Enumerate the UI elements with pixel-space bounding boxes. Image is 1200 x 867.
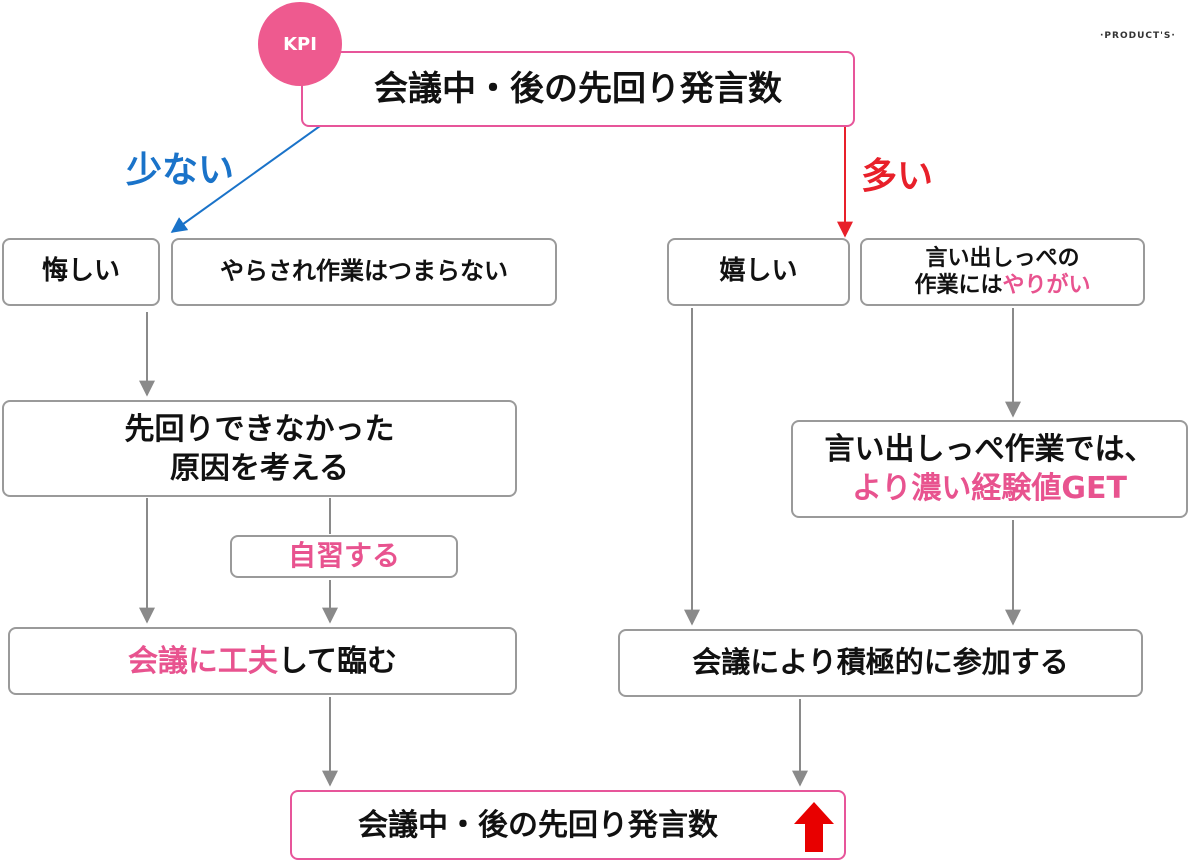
brand-logo: ·PRODUCT'S·: [1100, 31, 1176, 41]
top-kpi-title: 会議中・後の先回り発言数: [374, 68, 782, 109]
think-cause-box: 先回りできなかった 原因を考える: [2, 400, 517, 497]
kpi-badge: KPI: [258, 2, 342, 86]
rewarding-line2: 作業にはやりがい: [914, 272, 1090, 300]
bottom-kpi-box: 会議中・後の先回り発言数: [290, 790, 846, 860]
up-arrow-icon: [794, 802, 834, 852]
rewarding-line2-plain: 作業には: [914, 273, 1003, 298]
arrow-low-branch: [170, 125, 321, 233]
happy-text: 嬉しい: [719, 256, 798, 287]
frustrated-text: 悔しい: [41, 256, 120, 287]
rewarding-box: 言い出しっぺの 作業にはやりがい: [860, 238, 1145, 306]
participate-box: 会議により積極的に参加する: [618, 629, 1143, 697]
devise-text-rest: して臨む: [277, 643, 398, 679]
think-cause-line2: 原因を考える: [169, 450, 350, 486]
top-kpi-box: 会議中・後の先回り発言数: [301, 51, 855, 127]
experience-box: 言い出しっぺ作業では、 より濃い経験値GET: [791, 420, 1188, 518]
participate-text: 会議により積極的に参加する: [692, 645, 1069, 680]
devise-text-highlight: 会議に工夫: [127, 643, 278, 679]
experience-line2: より濃い経験値GET: [852, 471, 1127, 506]
think-cause-line1: 先回りできなかった: [124, 411, 395, 447]
experience-line1: 言い出しっぺ作業では、: [824, 432, 1155, 467]
boring-box: やらされ作業はつまらない: [171, 238, 557, 306]
happy-box: 嬉しい: [667, 238, 850, 306]
bottom-kpi-title: 会議中・後の先回り発言数: [358, 807, 718, 843]
boring-text: やらされ作業はつまらない: [220, 257, 508, 286]
self-study-box: 自習する: [230, 535, 458, 578]
rewarding-line1: 言い出しっぺの: [925, 245, 1080, 271]
branch-low-label: 少ない: [126, 150, 235, 191]
self-study-text: 自習する: [287, 539, 400, 573]
frustrated-box: 悔しい: [2, 238, 160, 306]
kpi-badge-label: KPI: [283, 33, 317, 55]
devise-box: 会議に工夫 して臨む: [8, 627, 517, 695]
branch-high-label: 多い: [861, 156, 934, 197]
rewarding-line2-highlight: やりがい: [1002, 273, 1091, 298]
